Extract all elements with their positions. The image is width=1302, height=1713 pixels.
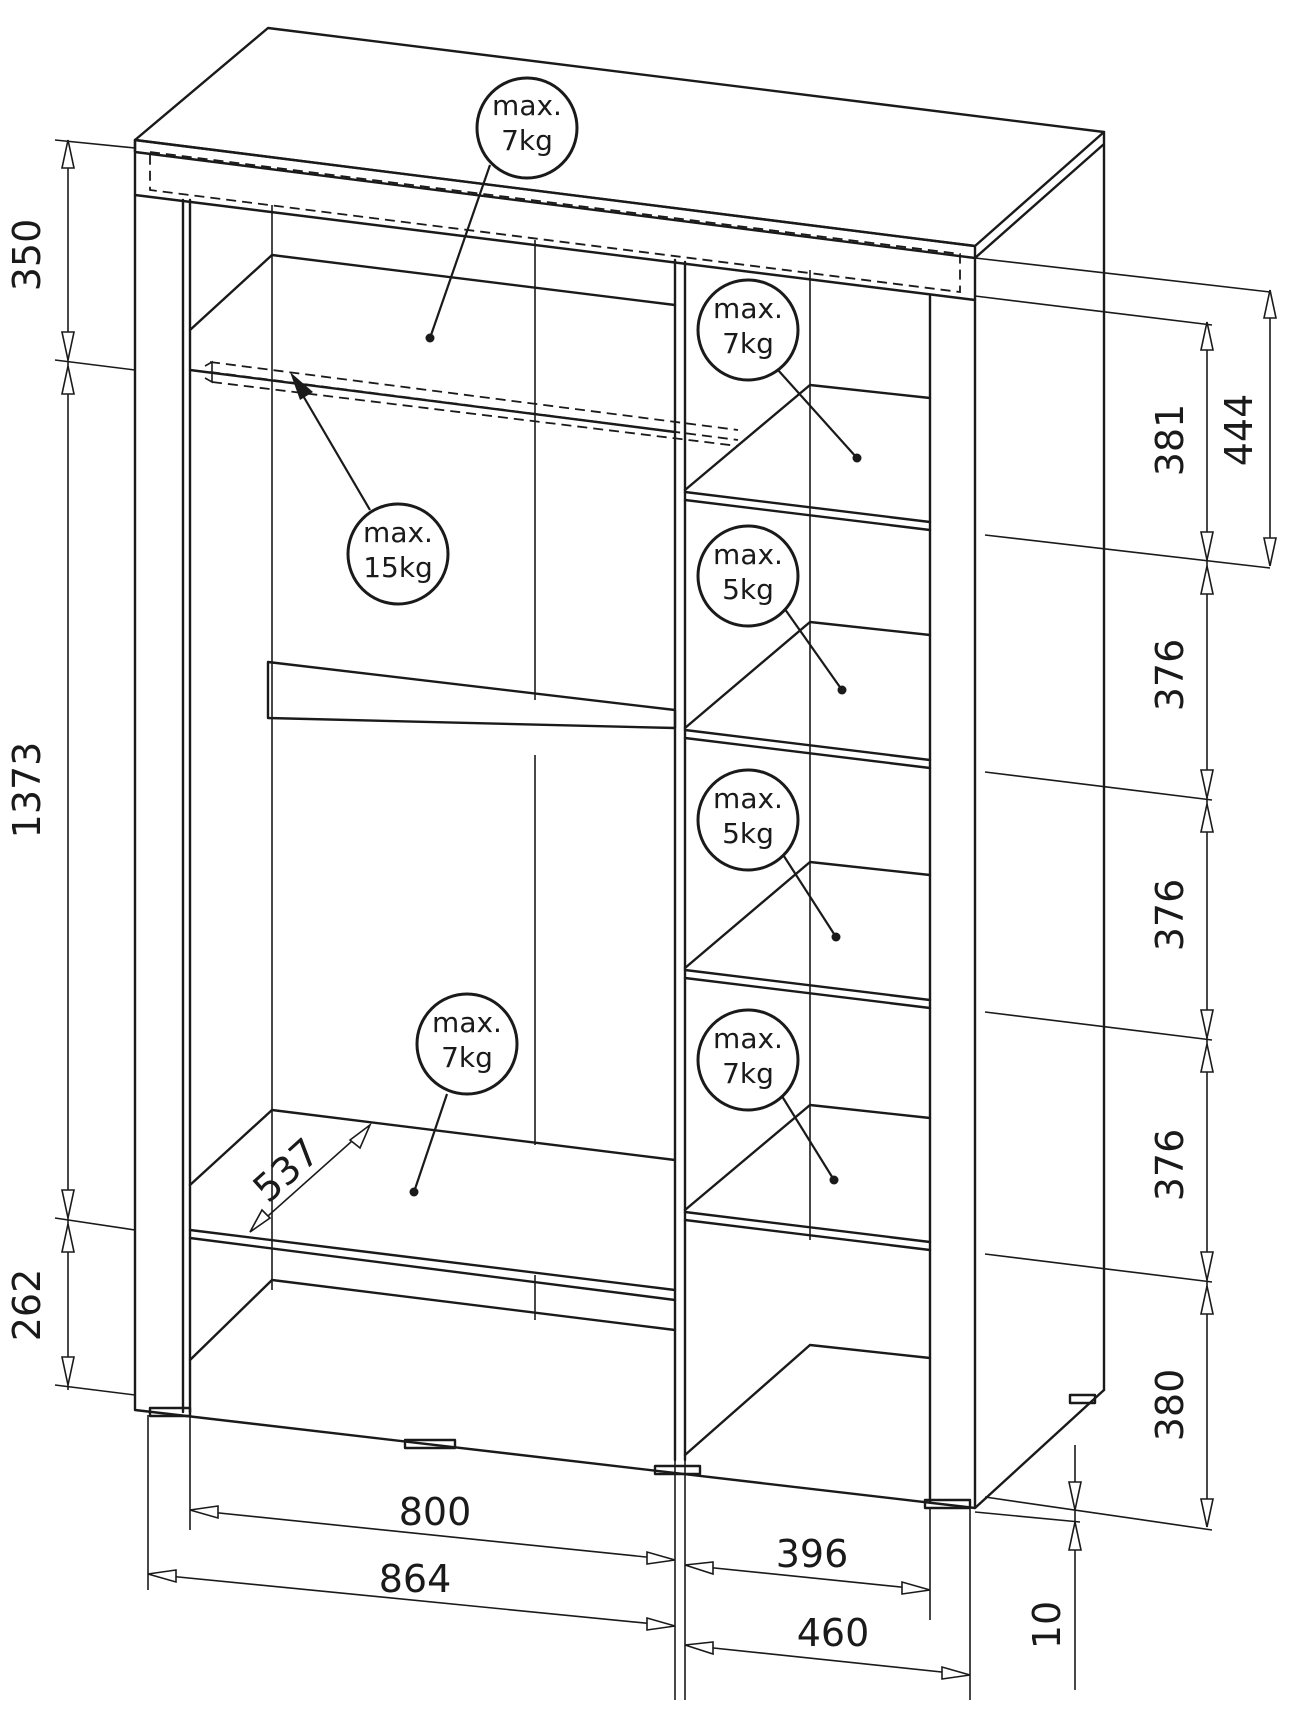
svg-text:max.: max. [713,292,783,325]
dimension-labels: 350 1373 262 537 800 864 396 460 381 444… [5,219,1261,1655]
svg-text:max.: max. [713,782,783,815]
dim-right-1-total: 444 [1217,394,1261,467]
svg-text:15kg: 15kg [363,551,433,584]
dim-width-inner-left: 800 [399,1490,472,1534]
load-label-right-4: max. 7kg [696,1008,839,1185]
svg-text:5kg: 5kg [722,817,774,850]
svg-text:max.: max. [713,1022,783,1055]
svg-text:max.: max. [363,516,433,549]
front-frame [133,138,977,1510]
dim-right-3: 376 [1148,879,1192,952]
svg-text:7kg: 7kg [722,327,774,360]
dim-width-total-right: 460 [797,1611,870,1655]
load-label-rod: max. 15kg [290,372,450,606]
dim-right-2: 376 [1148,639,1192,712]
dim-right-1: 381 [1148,404,1192,477]
svg-text:7kg: 7kg [441,1041,493,1074]
load-label-bottom-left: max. 7kg [409,992,519,1197]
dim-left-mid: 1373 [5,742,49,839]
load-label-right-1: max. 7kg [696,278,862,463]
dim-depth: 537 [245,1130,328,1211]
dim-width-inner-right: 396 [776,1532,849,1576]
dim-width-total-left: 864 [379,1557,452,1601]
svg-text:max.: max. [432,1006,502,1039]
dim-foot-height: 10 [1025,1601,1069,1649]
svg-text:7kg: 7kg [722,1057,774,1090]
load-label-right-3: max. 5kg [696,768,841,942]
dim-right-5: 380 [1148,1369,1192,1442]
load-label-right-2: max. 5kg [696,524,847,695]
carcass [133,26,1106,1510]
svg-text:7kg: 7kg [501,124,553,157]
dim-left-top: 350 [5,219,49,292]
dim-right-4: 376 [1148,1129,1192,1202]
dimension-lines [54,139,1277,1700]
dim-left-bottom: 262 [5,1269,49,1342]
right-shelves [683,383,932,1457]
svg-text:5kg: 5kg [722,573,774,606]
svg-text:max.: max. [492,89,562,122]
svg-text:max.: max. [713,538,783,571]
load-label-top: max. 7kg [425,76,579,343]
